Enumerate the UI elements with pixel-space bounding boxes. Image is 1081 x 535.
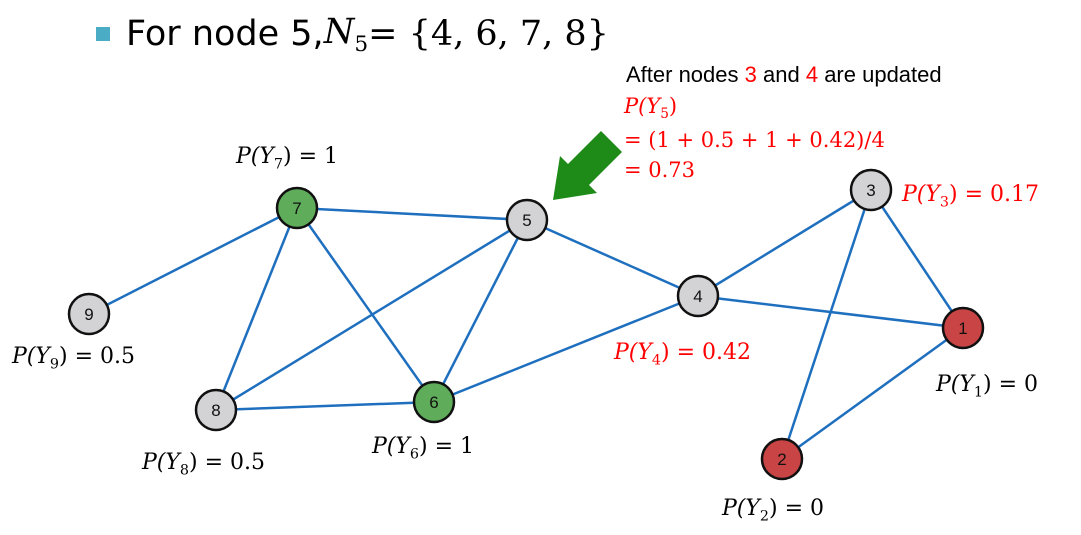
node-label-5: 5 [522, 211, 531, 230]
node-circle-7 [275, 186, 319, 230]
label-node-2: P(Y2) = 0 [722, 496, 825, 525]
note-node-a: 3 [744, 62, 757, 87]
edge-6-8 [215, 400, 435, 412]
header-bullet: For node 5, N5 = {4, 6, 7, 8} [96, 8, 609, 60]
node-circle-6 [412, 380, 456, 424]
label-node-7: P(Y7) = 1 [236, 144, 339, 173]
edge-4-3 [697, 188, 872, 298]
node-circle-5 [505, 198, 549, 242]
graph-node-4: 4 [676, 274, 720, 318]
node-circle-2 [760, 437, 804, 481]
formula-line-2: = (1 + 0.5 + 1 + 0.42)/4 [624, 128, 885, 152]
node-label-3: 3 [866, 181, 875, 200]
header-prefix: For node 5, [126, 14, 324, 54]
graph-node-7: 7 [275, 186, 319, 230]
set-symbol: N5 [323, 11, 369, 57]
edge-7-5 [296, 206, 528, 222]
edge-5-6 [432, 219, 529, 403]
node-label-1: 1 [958, 319, 967, 338]
graph-node-1: 1 [941, 306, 985, 350]
node-label-7: 7 [292, 199, 301, 218]
edge-3-1 [869, 189, 965, 329]
edge-3-2 [780, 189, 873, 460]
node-label-4: 4 [693, 287, 702, 306]
nodes-layer: 1 2 3 4 5 6 7 8 9 [67, 168, 985, 481]
node-label-2: 2 [777, 450, 786, 469]
formula-line-3: = 0.73 [624, 158, 696, 182]
edges-layer [88, 188, 965, 461]
label-node-1: P(Y1) = 0 [936, 372, 1039, 401]
label-node-3: P(Y3) = 0.17 [902, 182, 1040, 211]
node-circle-9 [67, 292, 111, 336]
edge-7-8 [214, 207, 299, 411]
graph-node-6: 6 [412, 380, 456, 424]
set-value: = {4, 6, 7, 8} [368, 14, 609, 54]
node-label-8: 8 [211, 401, 220, 420]
node-label-6: 6 [429, 393, 438, 412]
node-circle-3 [849, 168, 893, 212]
graph-node-3: 3 [849, 168, 893, 212]
graph-node-2: 2 [760, 437, 804, 481]
note-node-b: 4 [805, 62, 819, 87]
edge-7-6 [295, 207, 436, 403]
graph-node-5: 5 [505, 198, 549, 242]
label-node-4: P(Y4) = 0.42 [614, 340, 752, 369]
label-node-6: P(Y6) = 1 [372, 434, 475, 463]
edge-1-2 [781, 326, 964, 461]
edge-6-4 [433, 294, 699, 404]
formula-line-1: P(Y5) [624, 94, 678, 123]
node-circle-4 [676, 274, 720, 318]
node-label-9: 9 [84, 305, 93, 324]
graph-node-8: 8 [194, 388, 238, 432]
update-arrow-icon [553, 131, 622, 200]
label-node-9: P(Y9) = 0.5 [12, 344, 136, 373]
node-circle-1 [941, 306, 985, 350]
label-node-8: P(Y8) = 0.5 [142, 450, 266, 479]
edge-5-4 [526, 218, 699, 298]
edge-7-9 [88, 206, 298, 316]
node-circle-8 [194, 388, 238, 432]
bullet-square-icon [96, 27, 110, 41]
update-note: After nodes 3 and 4 are updated [626, 62, 942, 87]
graph-node-9: 9 [67, 292, 111, 336]
edge-5-8 [215, 218, 528, 412]
